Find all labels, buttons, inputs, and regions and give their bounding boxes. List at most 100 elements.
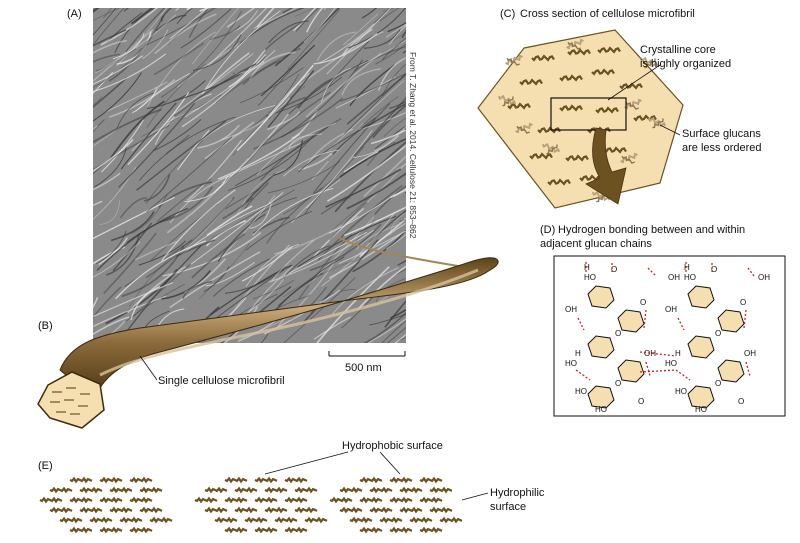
hydroxyl-label: HO bbox=[584, 273, 596, 282]
glucose-ring bbox=[587, 335, 615, 359]
hydroxyl-label: OH bbox=[668, 273, 680, 282]
hydrogen-label: H bbox=[575, 349, 581, 358]
glucan-chain bbox=[254, 496, 278, 504]
oxygen-label: O bbox=[640, 298, 646, 307]
hydrogen-bond bbox=[647, 267, 657, 277]
glucan-chain bbox=[264, 486, 288, 494]
glucan-chain bbox=[119, 516, 143, 524]
panel-b-letter: (B) bbox=[38, 320, 53, 332]
glucan-chain bbox=[409, 516, 433, 524]
hydroxyl-label: HO bbox=[695, 405, 707, 414]
glucan-chain bbox=[389, 526, 413, 534]
crystalline-core-label-1: Crystalline core bbox=[640, 44, 716, 56]
hydrogen-bond bbox=[643, 309, 647, 329]
glucan-chain bbox=[139, 486, 163, 494]
surface-glucans-label-1: Surface glucans bbox=[682, 128, 761, 140]
oxygen-label: O bbox=[615, 379, 621, 388]
oxygen-label: O bbox=[711, 265, 717, 274]
glucan-chain bbox=[379, 516, 403, 524]
glucan-chain bbox=[274, 516, 298, 524]
glucose-ring bbox=[687, 335, 715, 359]
glucan-chain bbox=[254, 476, 278, 484]
glucan-chain bbox=[89, 516, 113, 524]
glucan-chain bbox=[359, 476, 383, 484]
glucan-chains bbox=[497, 38, 667, 203]
glucan-chain bbox=[254, 526, 278, 534]
glucan-chain bbox=[149, 516, 173, 524]
hydroxyl-label: HO bbox=[595, 405, 607, 414]
oxygen-label: O bbox=[615, 329, 621, 338]
glucan-chain bbox=[79, 506, 103, 514]
glucan-chain bbox=[359, 496, 383, 504]
glucan-chain bbox=[264, 506, 288, 514]
glucan-chain bbox=[329, 496, 353, 504]
glucan-chain bbox=[284, 496, 308, 504]
scale-bar-label: 500 nm bbox=[345, 362, 382, 374]
glucan-chain bbox=[369, 486, 393, 494]
glucose-ring bbox=[587, 285, 615, 309]
surface-glucans-label-2: are less ordered bbox=[682, 142, 762, 154]
panel-d-title-1: Hydrogen bonding between and within bbox=[558, 224, 746, 236]
glucan-chain bbox=[204, 506, 228, 514]
glucan-chain bbox=[369, 506, 393, 514]
glucan-chain bbox=[214, 516, 238, 524]
scale-bar bbox=[328, 351, 406, 357]
glucan-chain bbox=[139, 506, 163, 514]
glucan-chain bbox=[194, 496, 218, 504]
glucan-chain bbox=[39, 496, 63, 504]
glucan-chain bbox=[304, 516, 328, 524]
glucan-chain bbox=[389, 476, 413, 484]
hydroxyl-label: HO bbox=[565, 359, 577, 368]
microfibril-body bbox=[59, 257, 499, 401]
hydrophilic-label-1: Hydrophilic bbox=[490, 487, 545, 499]
glucan-chain bbox=[349, 516, 373, 524]
glucan-chain bbox=[109, 486, 133, 494]
glucan-chain bbox=[284, 476, 308, 484]
panel-c-title: Cross section of cellulose microfibril bbox=[520, 8, 695, 20]
end-face-chains bbox=[50, 387, 90, 415]
oxygen-label: O bbox=[715, 379, 721, 388]
glucose-ring bbox=[687, 385, 715, 409]
hydrophobic-label: Hydrophobic surface bbox=[342, 440, 443, 452]
glucan-chain bbox=[49, 506, 73, 514]
hydrogen-label: H bbox=[684, 263, 690, 272]
glucan-chain bbox=[99, 476, 123, 484]
glucan-chain bbox=[419, 496, 443, 504]
glucan-chain bbox=[429, 486, 453, 494]
glucan-chain bbox=[224, 476, 248, 484]
glucan-chain bbox=[129, 526, 153, 534]
hydroxyl-label: HO bbox=[575, 387, 587, 396]
hydrogen-bond bbox=[745, 361, 751, 377]
hydroxyl-label: OH bbox=[644, 349, 656, 358]
glucan-chain bbox=[399, 486, 423, 494]
glucose-ring bbox=[687, 285, 715, 309]
glucan-chain bbox=[69, 476, 93, 484]
glucan-chain bbox=[244, 516, 268, 524]
chain-layers bbox=[39, 476, 463, 534]
hydrogen-bond bbox=[645, 361, 651, 377]
glucan-chain bbox=[224, 496, 248, 504]
glucan-chain bbox=[49, 486, 73, 494]
glucan-chain bbox=[224, 526, 248, 534]
glucan-chain bbox=[99, 496, 123, 504]
glucose-ring bbox=[717, 309, 745, 333]
oxygen-label: O bbox=[715, 329, 721, 338]
microfibril-label: Single cellulose microfibril bbox=[158, 375, 285, 387]
glucan-chain bbox=[284, 526, 308, 534]
glucan-chain bbox=[294, 486, 318, 494]
hydroxyl-label: HO bbox=[684, 273, 696, 282]
hydrogen-bond bbox=[747, 267, 755, 277]
oxygen-label: O bbox=[740, 298, 746, 307]
glucan-chain bbox=[429, 506, 453, 514]
glucose-ring bbox=[587, 385, 615, 409]
hydroxyl-label: OH bbox=[565, 305, 577, 314]
panel-e-letter: (E) bbox=[38, 460, 53, 472]
panel-d-title-2: adjacent glucan chains bbox=[540, 238, 652, 250]
oxygen-label: O bbox=[638, 397, 644, 406]
glucan-chain bbox=[99, 526, 123, 534]
hydroxyl-label: HO bbox=[665, 359, 677, 368]
